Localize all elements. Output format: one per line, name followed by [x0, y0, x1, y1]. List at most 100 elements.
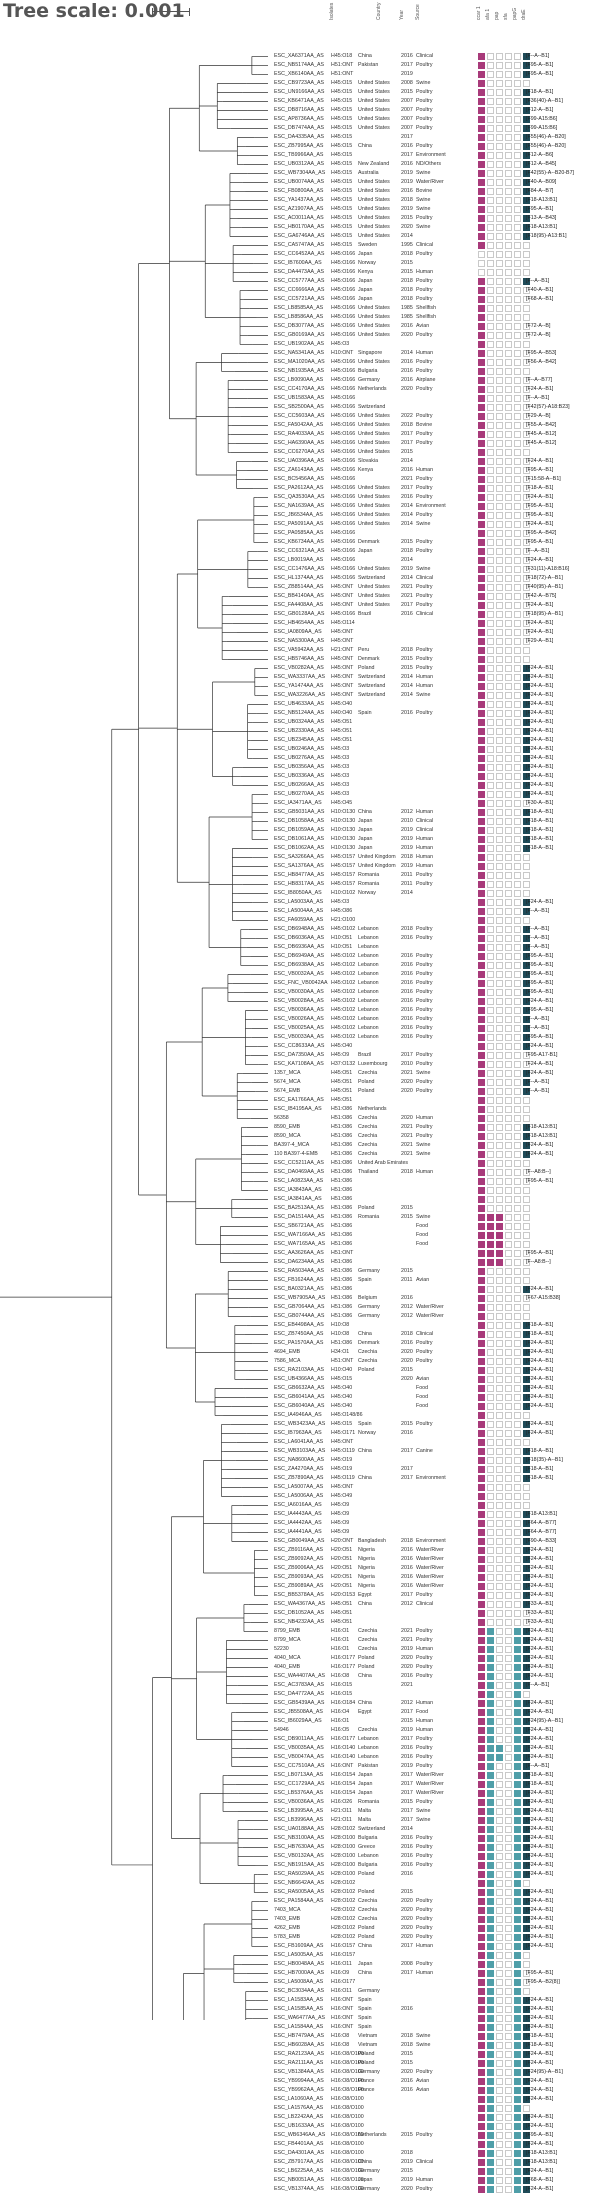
- source: Clinical: [416, 53, 434, 59]
- gene-cell: [505, 521, 512, 528]
- country: United States: [358, 422, 390, 428]
- source: Water/River: [416, 1565, 444, 1571]
- gene-cell: [496, 1340, 503, 1347]
- gene-cell: [496, 1286, 503, 1293]
- source: Food: [416, 1223, 429, 1229]
- gene-cell: [514, 1043, 521, 1050]
- serotype: H45:O166: [331, 512, 356, 518]
- gene-cell: [478, 1529, 485, 1536]
- gene-cell: [478, 206, 485, 213]
- gene-cell: [505, 980, 512, 987]
- gene-cell: [523, 1070, 530, 1077]
- source: Poultry: [416, 539, 433, 545]
- fimh-allele: [F95-A--B1]: [526, 989, 554, 995]
- serotype: H45:O15: [331, 98, 353, 104]
- gene-cell: [487, 1106, 494, 1113]
- gene-cell: [487, 440, 494, 447]
- gene-cell: [487, 98, 494, 105]
- gene-cell: [514, 1979, 521, 1986]
- gene-cell: [505, 1214, 512, 1221]
- isolate-id: 5783_EMB: [274, 1934, 301, 1940]
- year: 2018: [401, 1169, 413, 1175]
- isolate-id: ESC_DB6949AA_AS: [274, 953, 325, 959]
- gene-cell: [487, 2141, 494, 2148]
- gene-cell: [496, 224, 503, 231]
- isolate-id: ESC_LB6225AA_AS: [274, 2168, 324, 2174]
- isolate-id: 4040_EMB: [274, 1664, 301, 1670]
- gene-cell: [496, 872, 503, 879]
- gene-cell: [496, 1862, 503, 1869]
- gene-cell: [523, 1817, 530, 1824]
- fimh-allele: [F24-A--B1]: [526, 719, 554, 725]
- gene-cell: [523, 1835, 530, 1842]
- isolate-id: ESC_LB0019AA_AS: [274, 557, 324, 563]
- gene-cell: [487, 1124, 494, 1131]
- gene-cell: [523, 584, 530, 591]
- gene-cell: [505, 1187, 512, 1194]
- gene-cell: [505, 368, 512, 375]
- fimh-allele: [F24-A--B1]: [526, 1655, 554, 1661]
- year: 2015: [401, 1889, 413, 1895]
- gene-cell: [478, 1385, 485, 1392]
- serotype: H51:O86: [331, 1214, 353, 1220]
- gene-cell: [478, 1520, 485, 1527]
- fimh-allele: [F55-A--B42]: [526, 422, 557, 428]
- gene-cell: [514, 2177, 521, 2184]
- fimh-allele: [F18-A--B1]: [526, 818, 554, 824]
- country: Spain: [358, 1421, 372, 1427]
- fimh-allele: [F24-A--B1]: [526, 629, 554, 635]
- gene-cell: [478, 341, 485, 348]
- gene-cell: [496, 1916, 503, 1923]
- gene-cell: [505, 854, 512, 861]
- gene-cell: [496, 1187, 503, 1194]
- gene-cell: [514, 1340, 521, 1347]
- source: Poultry: [416, 1349, 433, 1355]
- isolate-id: 5674_MCA: [274, 1079, 301, 1085]
- gene-cell: [496, 359, 503, 366]
- gene-cell: [496, 818, 503, 825]
- isolate-id: ESC_DB1052AA_AS: [274, 1610, 325, 1616]
- fimh-allele: [F24-A--B1]: [526, 1043, 554, 1049]
- gene-cell: [523, 1079, 530, 1086]
- gene-cell: [478, 1232, 485, 1239]
- gene-cell: [514, 1853, 521, 1860]
- gene-cell: [505, 1988, 512, 1995]
- serotype: H45:O166: [331, 467, 356, 473]
- source: Water/River: [416, 1574, 444, 1580]
- fimh-allele: [F24-A--B1]: [526, 1142, 554, 1148]
- country: Malta: [358, 1808, 371, 1814]
- gene-cell: [505, 566, 512, 573]
- gene-cell: [496, 341, 503, 348]
- fimh-allele: [F--A--B1]: [526, 1025, 550, 1031]
- gene-cell: [523, 1097, 530, 1104]
- gene-cell: [487, 1205, 494, 1212]
- gene-cell: [514, 1349, 521, 1356]
- gene-cell: [487, 1088, 494, 1095]
- gene-cell: [514, 1970, 521, 1977]
- isolate-id: ESC_WA3337AA_AS: [274, 674, 326, 680]
- gene-cell: [505, 638, 512, 645]
- gene-cell: [487, 1592, 494, 1599]
- source: Poultry: [416, 62, 433, 68]
- gene-cell: [523, 485, 530, 492]
- gene-cell: [523, 62, 530, 69]
- gene-cell: [487, 917, 494, 924]
- column-header-gene-1: ccar 1: [476, 6, 482, 20]
- gene-cell: [523, 404, 530, 411]
- gene-cell: [496, 440, 503, 447]
- serotype: H45:O40: [331, 1385, 353, 1391]
- fimh-allele: [F24-A--B1]: [526, 1385, 554, 1391]
- fimh-allele: [F99-A15:B6]: [526, 116, 558, 122]
- gene-cell: [514, 728, 521, 735]
- fimh-allele: [F24-A--B1]: [526, 1376, 554, 1382]
- country: Poland: [358, 1205, 375, 1211]
- year: 2017: [401, 1448, 413, 1454]
- gene-cell: [505, 1322, 512, 1329]
- country: Lebanon: [358, 971, 379, 977]
- serotype: H16:O8/O100: [331, 2096, 364, 2102]
- isolate-id: ESC_NB5174AA_AS: [274, 62, 325, 68]
- year: 2017: [401, 1709, 413, 1715]
- gene-cell: [478, 1124, 485, 1131]
- gene-cell: [478, 251, 485, 258]
- serotype: H45:O166: [331, 296, 356, 302]
